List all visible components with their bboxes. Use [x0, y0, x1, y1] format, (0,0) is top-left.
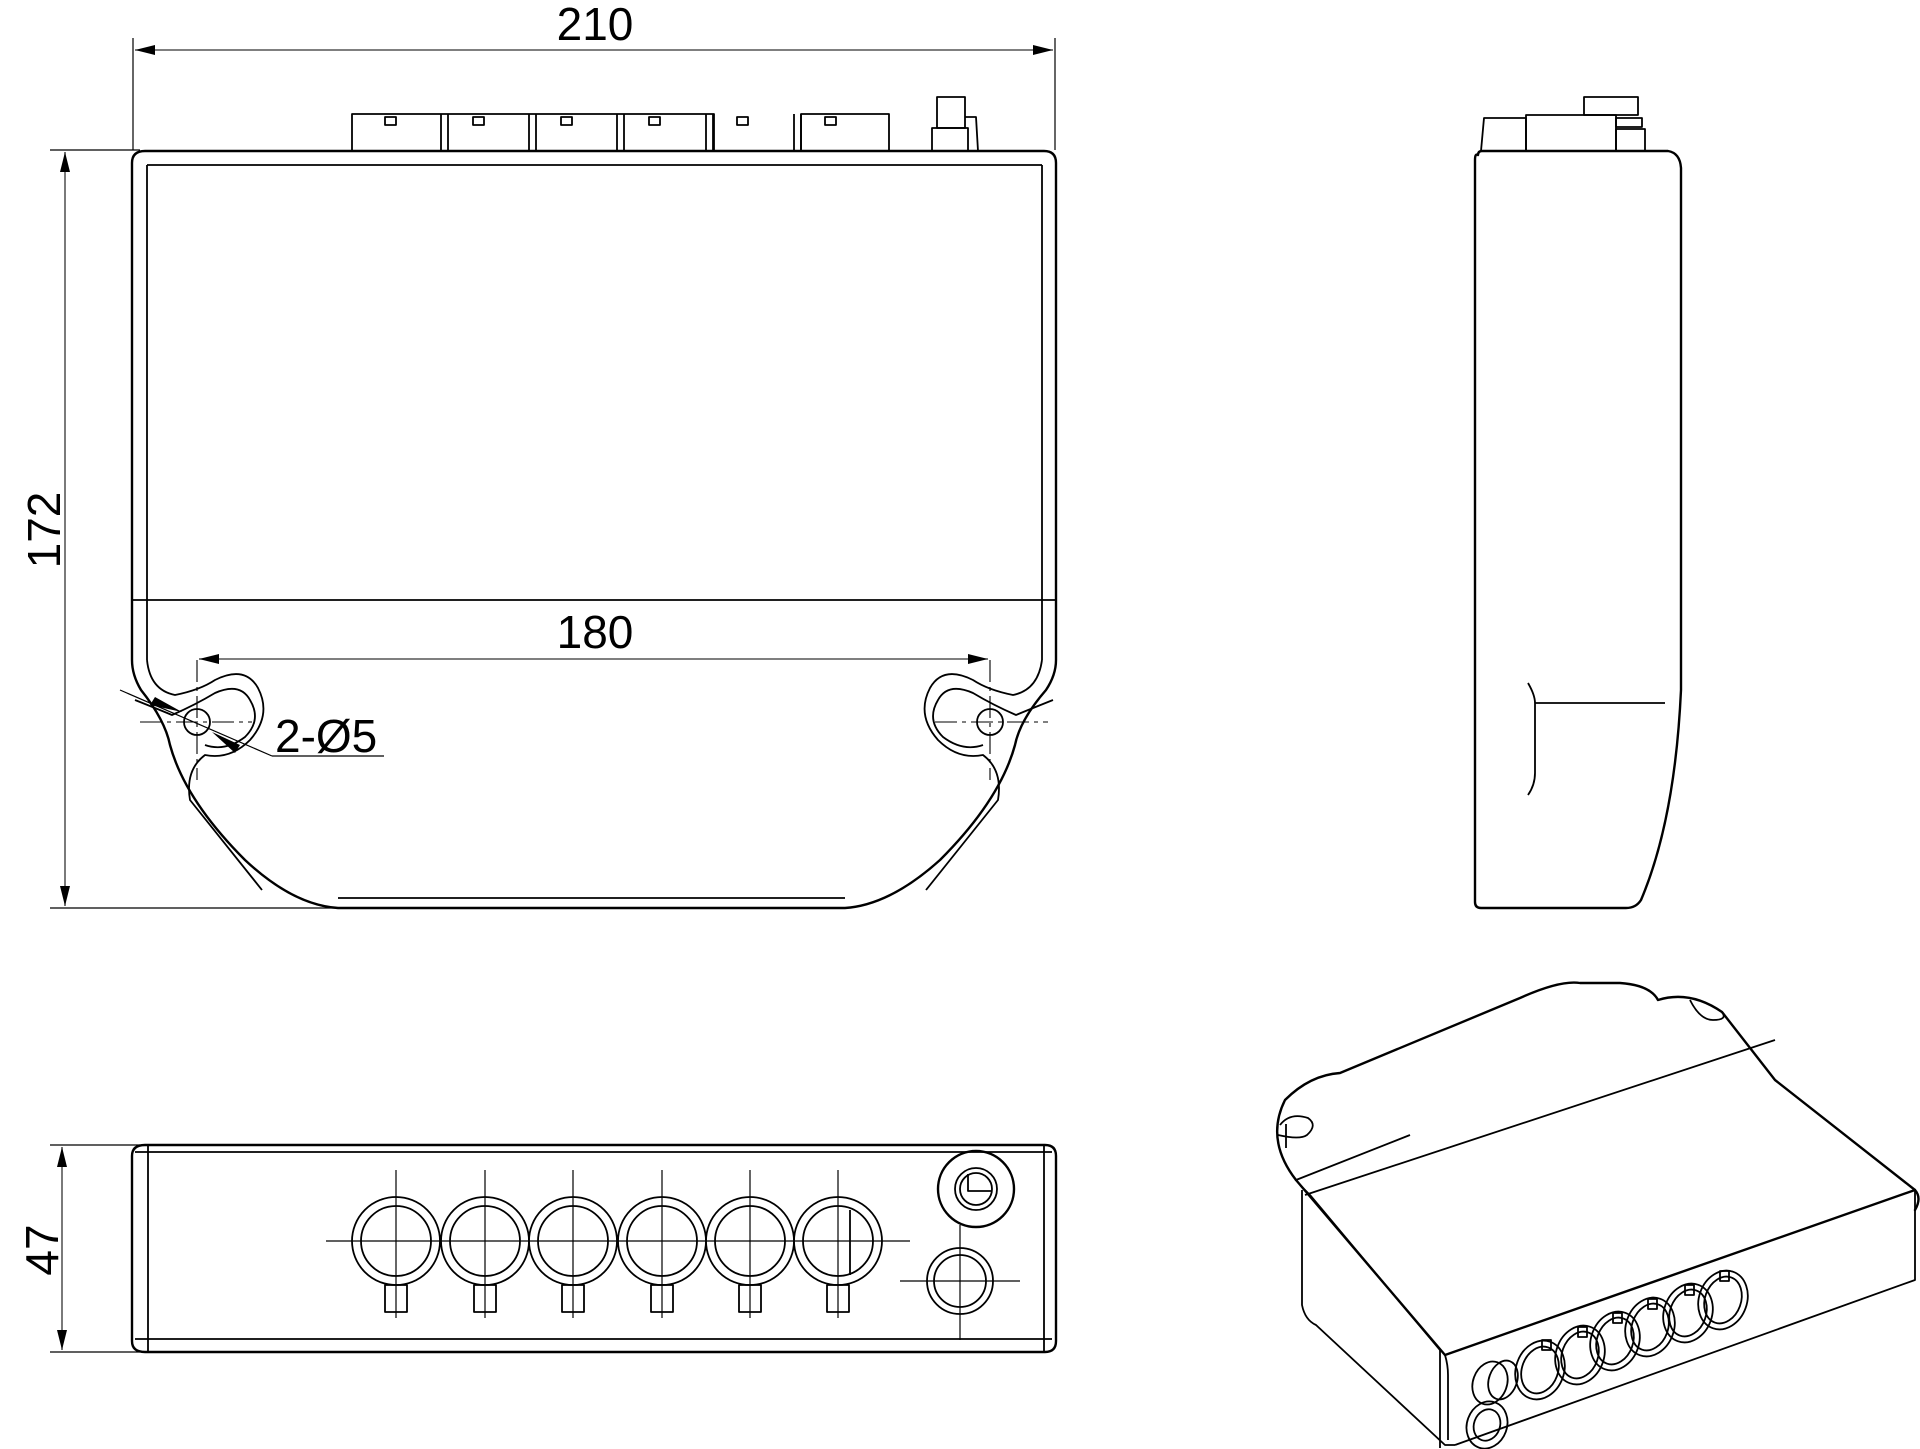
cable-glands — [326, 1170, 910, 1318]
gland-6 — [793, 1170, 883, 1318]
iso-button — [1465, 1359, 1519, 1449]
side-view — [1473, 96, 1683, 910]
dimension-height: 172 — [18, 149, 340, 909]
mounting-hole-right — [923, 659, 1054, 891]
push-button — [936, 1149, 1016, 1229]
isometric-view — [1275, 981, 1920, 1449]
gland-5 — [705, 1170, 795, 1318]
gland-2 — [440, 1170, 530, 1318]
side-body-outline — [1473, 149, 1683, 910]
dimension-height-label: 172 — [18, 492, 70, 569]
gland-4 — [617, 1170, 707, 1318]
top-connectors — [351, 96, 979, 152]
dimension-depth: 47 — [16, 1144, 140, 1353]
front-view: 210 172 — [18, 0, 1058, 910]
iso-glands — [1514, 1269, 1749, 1401]
dimension-width: 210 — [132, 0, 1056, 150]
gland-1 — [351, 1170, 441, 1318]
led-indicator — [900, 1225, 1020, 1340]
bottom-view: 47 — [16, 1143, 1058, 1354]
dimension-depth-label: 47 — [16, 1224, 68, 1275]
mounting-hole-left — [134, 659, 265, 891]
dimension-hole-diameter-label: 2-Ø5 — [275, 710, 377, 762]
dimension-hole-spacing: 180 — [199, 606, 988, 664]
dimension-hole-diameter: 2-Ø5 — [119, 689, 384, 762]
gland-3 — [528, 1170, 618, 1318]
dimension-hole-spacing-label: 180 — [557, 606, 634, 658]
dimension-width-label: 210 — [557, 0, 634, 50]
front-body-outline — [130, 149, 1058, 910]
